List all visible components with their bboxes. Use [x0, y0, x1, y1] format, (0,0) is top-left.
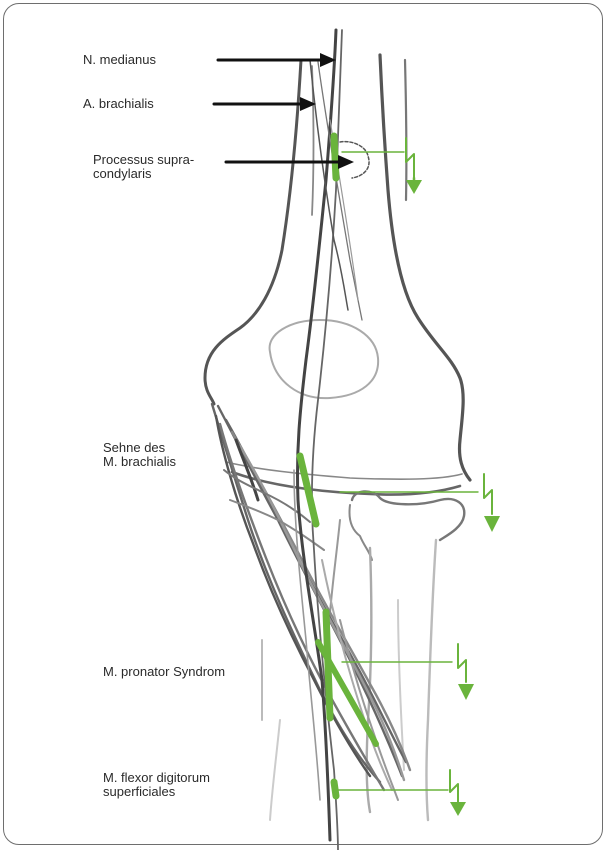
median-nerve-artery — [294, 30, 362, 850]
label-flexor-digitorum: M. flexor digitorum superficiales — [103, 771, 210, 799]
label-supracondylar-process: Processus supra- condylaris — [93, 153, 194, 181]
lightning-down-arrow-icon — [450, 770, 466, 816]
label-brachialis-tendon: Sehne des M. brachialis — [103, 441, 176, 469]
lightning-down-arrow-icon — [406, 138, 422, 194]
label-brachial-artery: A. brachialis — [83, 97, 154, 111]
arrow-right-icon — [214, 97, 316, 111]
humerus-outline — [205, 55, 470, 495]
label-median-nerve: N. medianus — [83, 53, 156, 67]
lightning-down-arrow-icon — [484, 474, 500, 532]
compression-site-flexor — [334, 782, 336, 796]
label-pronator-syndrome: M. pronator Syndrom — [103, 665, 225, 679]
lightning-down-arrow-icon — [458, 644, 474, 700]
compression-sites — [300, 136, 478, 796]
compression-site-supracondylar — [334, 136, 336, 178]
